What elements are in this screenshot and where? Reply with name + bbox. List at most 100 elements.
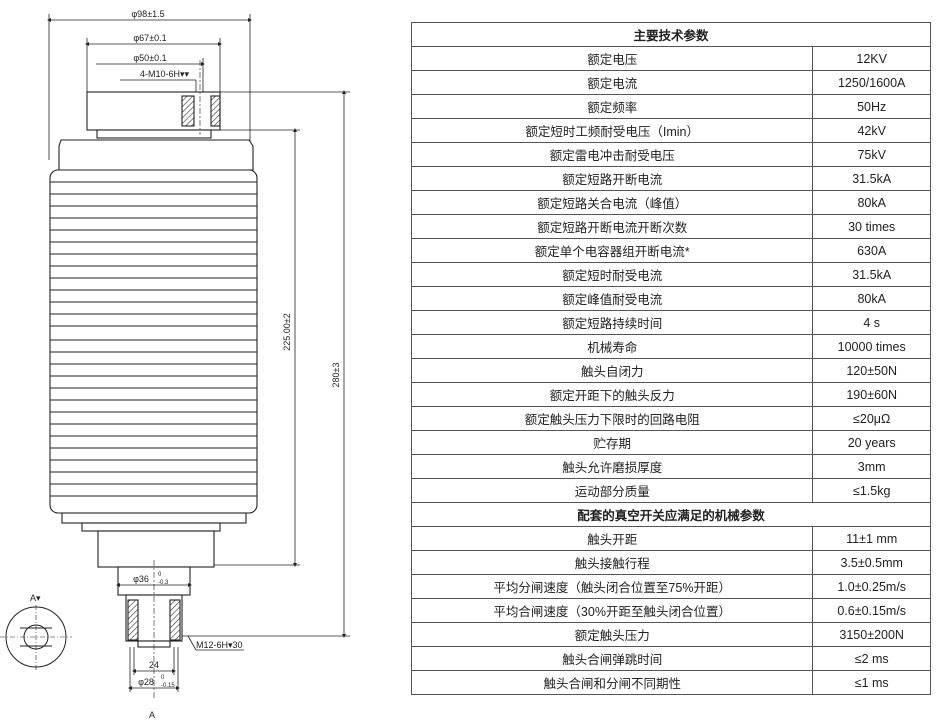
dim-thread-bottom: M12-6H▾30	[196, 640, 243, 650]
dim-rod-tol-lower: -0.3	[158, 580, 169, 586]
param-value: 42kV	[812, 118, 931, 143]
param-value: 120±50N	[812, 358, 931, 383]
param-label: 额定触头压力下限时的回路电阻	[410, 406, 814, 431]
bottom-dimensions	[116, 583, 244, 692]
section-title-mechanical: 配套的真空开关应满足的机械参数	[411, 502, 931, 527]
param-label: 额定短时工频耐受电压（Imin）	[410, 118, 814, 143]
top-flange	[86, 91, 221, 139]
param-label: 额定雷电冲击耐受电压	[410, 142, 814, 167]
param-value: 50Hz	[812, 94, 931, 119]
table-row: 额定单个电容器组开断电流*630A	[410, 238, 931, 263]
param-value: 4 s	[812, 310, 931, 335]
param-value: 80kA	[812, 286, 931, 311]
dim-end-diameter: φ28	[138, 677, 154, 687]
table-row: 触头合闸和分闸不同期性≤1 ms	[410, 670, 931, 695]
param-label: 平均合闸速度（30%开距至触头闭合位置）	[410, 598, 814, 623]
interrupter-drawing: φ98±1.5 φ67±0.1 φ50±0.1 4-M10-6H▾▾	[0, 9, 350, 720]
lower-rod	[97, 530, 215, 648]
param-label: 额定单个电容器组开断电流*	[410, 238, 814, 263]
param-label: 触头自闭力	[410, 358, 814, 383]
param-value: 10000 times	[812, 334, 931, 359]
param-value: 3mm	[812, 454, 931, 479]
section-a-view	[0, 605, 72, 670]
dim-length-inner: 225.00±2	[282, 313, 292, 350]
top-dimensions	[47, 14, 252, 160]
param-value: 11±1 mm	[812, 526, 931, 551]
section-header-mechanical: 配套的真空开关应满足的机械参数	[411, 502, 931, 527]
dim-rod-diameter: φ36	[133, 574, 149, 584]
param-value: ≤2 ms	[812, 646, 931, 671]
param-value: 1250/1600A	[812, 70, 931, 95]
table-row: 额定短路关合电流（峰值）80kA	[410, 190, 931, 215]
param-label: 额定短路持续时间	[410, 310, 814, 335]
param-label: 额定短路开断电流开断次数	[410, 214, 814, 239]
param-label: 触头允许磨损厚度	[410, 454, 814, 479]
param-value: 12KV	[812, 46, 931, 71]
param-value: ≤1 ms	[812, 670, 931, 695]
vertical-dimensions	[182, 90, 350, 638]
param-label: 额定峰值耐受电流	[410, 286, 814, 311]
param-label: 额定开距下的触头反力	[410, 382, 814, 407]
param-label: 额定短时耐受电流	[410, 262, 814, 287]
param-value: 31.5kA	[812, 262, 931, 287]
dim-bolt-circle: φ50±0.1	[133, 53, 166, 63]
param-label: 触头合闸和分闸不同期性	[410, 670, 814, 695]
param-label: 机械寿命	[410, 334, 814, 359]
param-label: 额定短路关合电流（峰值）	[410, 190, 814, 215]
param-value: 75kV	[812, 142, 931, 167]
dim-flange-diameter: φ67±0.1	[133, 33, 166, 43]
param-value: 20 years	[812, 430, 931, 455]
param-label: 运动部分质量	[410, 478, 814, 503]
param-label: 额定电压	[410, 46, 814, 71]
param-value: 80kA	[812, 190, 931, 215]
table-row: 运动部分质量≤1.5kg	[410, 478, 931, 503]
section-label-top: A▾	[30, 593, 41, 603]
table-row: 平均合闸速度（30%开距至触头闭合位置）0.6±0.15m/s	[410, 598, 931, 623]
param-label: 平均分闸速度（触头闭合位置至75%开距）	[410, 574, 814, 599]
dim-rod-tol-upper: 0	[158, 572, 162, 578]
dim-outer-diameter: φ98±1.5	[131, 9, 164, 19]
param-label: 额定短路开断电流	[410, 166, 814, 191]
param-label: 触头开距	[410, 526, 814, 551]
dim-end-tol-upper: 0	[161, 675, 165, 681]
section-label-bottom: A	[149, 710, 155, 720]
param-label: 额定触头压力	[410, 622, 814, 647]
param-label: 额定电流	[410, 70, 814, 95]
ceramic-housing	[49, 139, 258, 532]
param-value: 30 times	[812, 214, 931, 239]
param-label: 贮存期	[410, 430, 814, 455]
section-header-main: 主要技术参数	[411, 22, 931, 47]
param-value: 0.6±0.15m/s	[812, 598, 931, 623]
param-value: 1.0±0.25m/s	[812, 574, 931, 599]
table-row: 平均分闸速度（触头闭合位置至75%开距）1.0±0.25m/s	[410, 574, 931, 599]
table-row: 额定短时工频耐受电压（Imin）42kV	[410, 118, 931, 143]
table-row: 触头合闸弹跳时间≤2 ms	[410, 646, 931, 671]
param-label: 额定频率	[410, 94, 814, 119]
param-value: 3.5±0.5mm	[812, 550, 931, 575]
param-value: ≤20μΩ	[812, 406, 931, 431]
section-title-main: 主要技术参数	[411, 22, 931, 47]
dim-thread-top: 4-M10-6H▾▾	[140, 69, 190, 79]
param-label: 触头合闸弹跳时间	[410, 646, 814, 671]
dim-length-total: 280±3	[331, 363, 341, 388]
dim-flat-width: 24	[149, 660, 159, 670]
